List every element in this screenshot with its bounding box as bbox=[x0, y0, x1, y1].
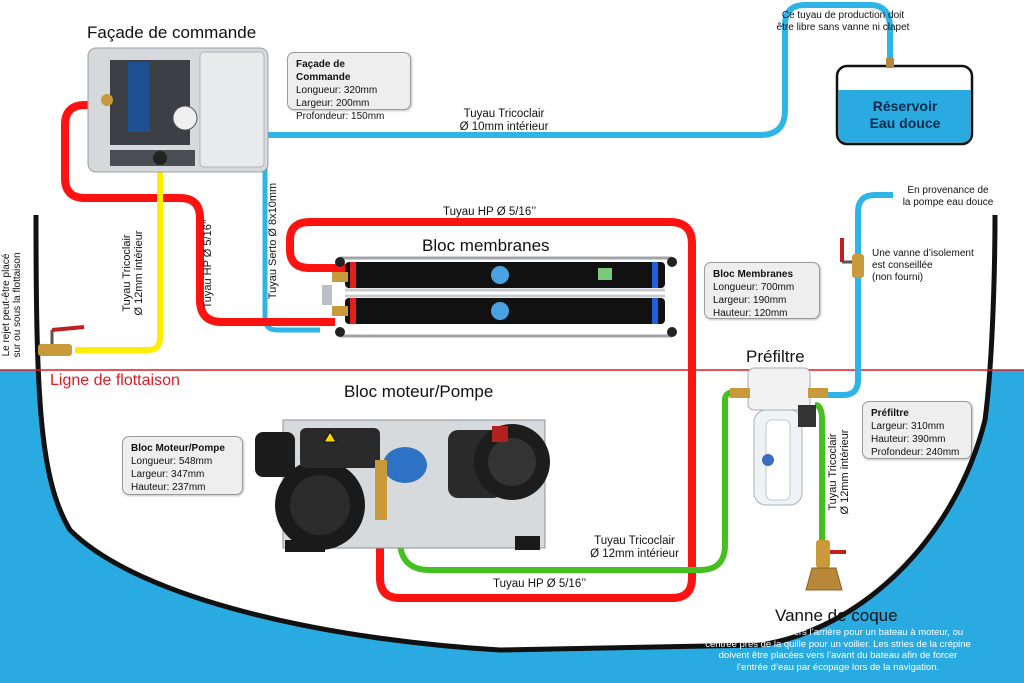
info-box-line: Longueur: 320mm bbox=[296, 85, 378, 96]
info-box-facade: Façade de Commande Longueur: 320mm Large… bbox=[287, 52, 411, 122]
pipe-label-line: Ø 12mm intérieur bbox=[839, 429, 851, 515]
fitting-icon bbox=[886, 58, 894, 68]
info-box-membranes: Bloc Membranes Longueur: 700mm Largeur: … bbox=[704, 262, 820, 319]
reservoir-label-line2: Eau douce bbox=[869, 115, 941, 131]
note-line: Ce tuyau de production doit bbox=[781, 10, 905, 21]
hull-outline bbox=[33, 214, 998, 653]
note-vanne-coque: Doit être installée vers l’arrière pour … bbox=[668, 627, 1008, 673]
reservoir-label-line1: Réservoir bbox=[872, 98, 938, 114]
pipe-label-line: Ø 12mm intérieur bbox=[133, 230, 145, 316]
note-line: centrée près de la quille pour un voilie… bbox=[705, 638, 971, 650]
note-line: l’entrée d’eau par écopage lors de la na… bbox=[736, 661, 940, 673]
facade-title: Façade de commande bbox=[87, 23, 257, 42]
note-line: En provenance de bbox=[907, 185, 989, 196]
prefilter-device bbox=[730, 367, 828, 506]
pipe-label-hp-bottom: Tuyau HP Ø 5/16’’ bbox=[493, 578, 587, 590]
note-line: (non fourni) bbox=[872, 272, 924, 283]
note-line: être libre sans vanne ni clapet bbox=[776, 22, 910, 33]
info-box-title: Façade de Commande bbox=[296, 59, 351, 83]
valve-icon bbox=[805, 540, 846, 591]
info-box-line: Largeur: 310mm bbox=[871, 421, 945, 432]
pipe-fresh-water bbox=[822, 192, 893, 398]
note-line: Doit être installée vers l’arrière pour … bbox=[712, 627, 964, 638]
pipe-hp-loop bbox=[286, 218, 696, 602]
note-isolement: Une vanne d’isolement est conseillée (no… bbox=[872, 248, 982, 284]
info-box-line: Hauteur: 120mm bbox=[713, 308, 788, 319]
pressure-gauge-icon bbox=[101, 94, 113, 106]
vanne-coque-title: Vanne de coque bbox=[775, 606, 898, 625]
info-box-line: Largeur: 200mm bbox=[296, 98, 370, 109]
reservoir-label: Réservoir Eau douce bbox=[840, 98, 970, 132]
info-box-title: Préfiltre bbox=[871, 408, 909, 419]
info-box-title: Bloc Moteur/Pompe bbox=[131, 443, 225, 454]
membrane-block bbox=[322, 256, 677, 338]
pipe-label-tricoclair-12-bottom: Tuyau Tricoclair Ø 12mm intérieur bbox=[572, 535, 697, 561]
pipe-label-tricoclair-12-right: Tuyau Tricoclair Ø 12mm intérieur bbox=[827, 417, 851, 527]
info-box-line: Profondeur: 240mm bbox=[871, 447, 960, 458]
info-box-line: Hauteur: 237mm bbox=[131, 482, 206, 493]
pipe-label-line: Tuyau Tricoclair bbox=[594, 535, 675, 547]
pipe-label-line: Ø 12mm intérieur bbox=[590, 548, 679, 560]
note-provenance: En provenance de la pompe eau douce bbox=[892, 185, 1004, 209]
moteur-title: Bloc moteur/Pompe bbox=[344, 382, 494, 401]
note-line: la pompe eau douce bbox=[902, 197, 994, 208]
pipe-tricoclair-10 bbox=[195, 2, 893, 138]
pipe-reject bbox=[75, 170, 163, 353]
pipe-label-tricoclair-12-left: Tuyau Tricoclair Ø 12mm intérieur bbox=[121, 218, 145, 328]
pipe-green-inlet bbox=[814, 402, 825, 560]
pipe-label-line: Tuyau Tricoclair bbox=[827, 433, 839, 511]
pipe-label-serto: Tuyau Serto Ø 8x10mm bbox=[267, 182, 279, 300]
pipe-label-line: Tuyau Tricoclair bbox=[463, 108, 545, 120]
info-box-line: Longueur: 548mm bbox=[131, 456, 213, 467]
note-line: sur ou sous la flottaison bbox=[12, 252, 23, 358]
note-line: est conseillée bbox=[872, 260, 933, 271]
info-box-line: Largeur: 190mm bbox=[713, 295, 787, 306]
valve-icon bbox=[38, 325, 85, 356]
info-box-line: Hauteur: 390mm bbox=[871, 434, 946, 445]
prefiltre-title: Préfiltre bbox=[746, 347, 805, 366]
pipe-label-line: Tuyau Tricoclair bbox=[121, 234, 133, 312]
ligne-flottaison-label: Ligne de flottaison bbox=[50, 372, 180, 389]
pipe-label-hp-top: Tuyau HP Ø 5/16’’ bbox=[443, 206, 537, 218]
membranes-title: Bloc membranes bbox=[422, 236, 550, 255]
pipe-hp-facade bbox=[61, 101, 335, 326]
note-line: Le rejet peut-être placé bbox=[1, 253, 12, 357]
facade-device bbox=[87, 47, 269, 173]
note-line: Une vanne d’isolement bbox=[872, 248, 974, 259]
note-production: Ce tuyau de production doit être libre s… bbox=[748, 10, 938, 34]
info-box-line: Profondeur: 150mm bbox=[296, 111, 385, 122]
pipe-green-feed bbox=[397, 389, 736, 573]
valve-icon bbox=[840, 238, 864, 278]
note-rejet: Le rejet peut-être placé sur ou sous la … bbox=[1, 240, 23, 370]
reservoir-water bbox=[838, 90, 971, 143]
note-line: doivent être placées vers l’avant du bat… bbox=[718, 650, 958, 661]
info-box-line: Largeur: 347mm bbox=[131, 469, 205, 480]
pipe-label-hp-vertical: Tuyau HP Ø 5/16’’ bbox=[202, 219, 214, 309]
motor-pump-block bbox=[255, 419, 550, 552]
info-box-title: Bloc Membranes bbox=[713, 269, 794, 280]
info-box-line: Longueur: 700mm bbox=[713, 282, 795, 293]
pipe-label-line: Ø 10mm intérieur bbox=[459, 121, 549, 133]
info-box-moteur: Bloc Moteur/Pompe Longueur: 548mm Largeu… bbox=[122, 436, 243, 495]
pipe-label-tricoclair-10: Tuyau Tricoclair Ø 10mm intérieur bbox=[434, 108, 574, 134]
info-box-prefiltre: Préfiltre Largeur: 310mm Hauteur: 390mm … bbox=[862, 401, 972, 459]
